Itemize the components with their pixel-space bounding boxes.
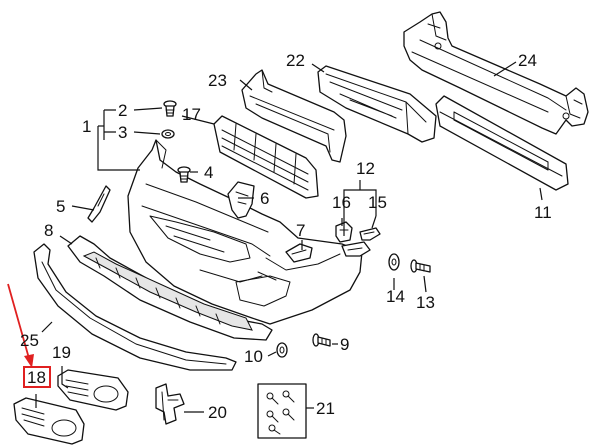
- part-22-absorber-bracket: [317, 65, 437, 143]
- callout-17: 17: [182, 105, 201, 124]
- callout-9: 9: [340, 335, 349, 354]
- part-25-spoiler: [33, 243, 237, 371]
- callout-20: 20: [208, 403, 227, 422]
- part-24-reinforcement-beam: [403, 11, 589, 135]
- part-6-bracket: [227, 181, 255, 219]
- callout-19: 19: [52, 343, 71, 362]
- callout-1: 1: [82, 117, 91, 136]
- callout-labels: 1 2 3 4 5 6 7 8 9 10 11 12 13 14 15 16 1…: [20, 51, 552, 422]
- callout-13: 13: [416, 293, 435, 312]
- callout-24: 24: [518, 51, 537, 70]
- part-11-energy-absorber: [435, 95, 569, 191]
- callout-22: 22: [286, 51, 305, 70]
- callout-18: 18: [27, 368, 46, 387]
- part-9-bolt: [312, 333, 331, 347]
- part-1-bumper-cover: [127, 139, 363, 325]
- part-2-screw: [163, 100, 177, 117]
- part-17-grille: [213, 115, 319, 199]
- callout-21: 21: [316, 399, 335, 418]
- callout-12: 12: [356, 159, 375, 178]
- callout-25: 25: [20, 331, 39, 350]
- part-23-grille-bracket: [241, 69, 347, 163]
- callout-15: 15: [368, 193, 387, 212]
- part-21-screw-kit: [257, 383, 307, 439]
- part-13-bolt: [410, 259, 431, 273]
- callout-2: 2: [118, 101, 127, 120]
- callout-3: 3: [118, 123, 127, 142]
- callout-14: 14: [386, 287, 405, 306]
- callout-5: 5: [56, 197, 65, 216]
- callout-4: 4: [204, 163, 213, 182]
- highlight-annotation: [7, 283, 51, 388]
- highlight-box: [23, 366, 51, 388]
- part-8-lower-deflector: [67, 235, 273, 341]
- callout-10: 10: [244, 347, 263, 366]
- part-7-tow-cover: [285, 243, 313, 263]
- callout-8: 8: [44, 221, 53, 240]
- leader-lines: [35, 61, 543, 413]
- part-20-bracket: [155, 383, 185, 425]
- callout-6: 6: [260, 189, 269, 208]
- part-19-fog-cover: [57, 369, 129, 411]
- callout-11: 11: [534, 203, 552, 222]
- callout-16: 16: [332, 193, 351, 212]
- part-18-fog-cover: [13, 397, 85, 445]
- part-3-washer: [161, 129, 175, 139]
- part-14-washer: [388, 253, 400, 271]
- part-4-screw: [177, 166, 191, 183]
- callout-7: 7: [296, 221, 305, 240]
- part-5-bracket: [87, 185, 111, 223]
- part-10-washer: [276, 342, 288, 358]
- callout-23: 23: [208, 71, 227, 90]
